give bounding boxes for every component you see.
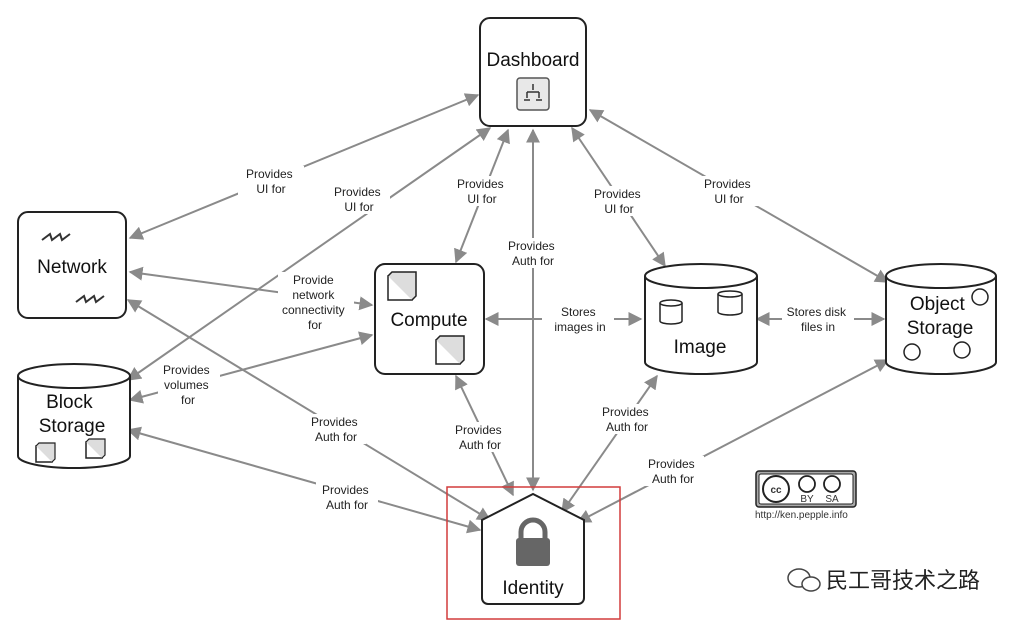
disk-icon: [659, 299, 683, 325]
edge-label-identity-network: Provides Auth for: [311, 415, 361, 444]
lightning-icon: [41, 232, 71, 242]
watermark: 民工哥技术之路: [787, 568, 980, 594]
edge-identity-block-storage: [126, 426, 482, 534]
edge-label-dashboard-identity: Provides Auth for: [508, 239, 558, 268]
svg-text:SA: SA: [825, 494, 839, 505]
node-label-compute: Compute: [390, 310, 467, 331]
edge-identity-image: [561, 374, 658, 514]
node-compute: Compute: [374, 263, 485, 375]
node-network: Network: [17, 211, 127, 319]
edge-label-dashboard-block-storage: Provides UI for: [334, 185, 384, 214]
object-icon: [953, 341, 971, 359]
svg-text:cc: cc: [770, 485, 782, 496]
node-object-storage: Object Storage: [885, 263, 997, 375]
node-dashboard: Dashboard: [479, 17, 587, 127]
edge-label-compute-image: Stores images in: [554, 305, 605, 334]
edge-label-dashboard-network: Provides UI for: [246, 167, 296, 196]
block-icon: [35, 442, 56, 463]
node-label-image: Image: [674, 337, 727, 358]
edge-label-block-storage-compute: Provides volumes for: [163, 363, 213, 407]
svg-text:BY: BY: [800, 494, 814, 505]
edge-label-dashboard-image: Provides UI for: [594, 187, 644, 216]
object-icon: [903, 343, 921, 361]
edge-labels: Provides UI for Provides UI for Provides…: [158, 166, 854, 512]
node-label-object-storage: Object Storage: [907, 294, 974, 339]
watermark-text: 民工哥技术之路: [826, 569, 980, 594]
disk-icon: [717, 290, 743, 316]
node-label-identity: Identity: [502, 578, 564, 599]
lock-icon: [516, 517, 550, 566]
edge-label-dashboard-object-storage: Provides UI for: [704, 177, 754, 206]
edge-label-dashboard-compute: Provides UI for: [457, 177, 507, 206]
edge-label-identity-compute: Provides Auth for: [455, 423, 505, 452]
edge-label-network-compute: Provide network connectivity for: [282, 273, 348, 332]
node-identity: Identity: [446, 486, 621, 620]
server-icon: [435, 335, 465, 365]
node-block-storage: Block Storage: [17, 363, 131, 469]
server-icon: [387, 271, 417, 301]
object-icon: [971, 288, 989, 306]
cc-icon: [762, 475, 790, 503]
dashboard-icon: [516, 77, 550, 111]
edge-label-identity-image: Provides Auth for: [602, 405, 652, 434]
share-alike-icon: [823, 475, 841, 493]
wechat-icon: [787, 568, 821, 592]
node-image: Image: [644, 263, 758, 375]
edge-label-identity-object-storage: Provides Auth for: [648, 457, 698, 486]
node-label-network: Network: [37, 257, 107, 278]
edges: [126, 93, 890, 534]
node-label-dashboard: Dashboard: [487, 50, 580, 71]
attribution-icon: [798, 475, 816, 493]
node-label-block-storage: Block Storage: [39, 392, 106, 437]
cc-license-badge: cc BY SA http://ken.pepple.info: [755, 470, 857, 521]
block-icon: [85, 438, 106, 459]
edge-label-identity-block-storage: Provides Auth for: [322, 483, 372, 512]
identity-highlight-box: [446, 486, 621, 620]
edge-identity-object-storage: [576, 359, 890, 523]
edge-label-image-object-storage: Stores disk files in: [787, 305, 850, 334]
lightning-icon: [75, 294, 105, 304]
credit-url: http://ken.pepple.info: [755, 510, 848, 521]
